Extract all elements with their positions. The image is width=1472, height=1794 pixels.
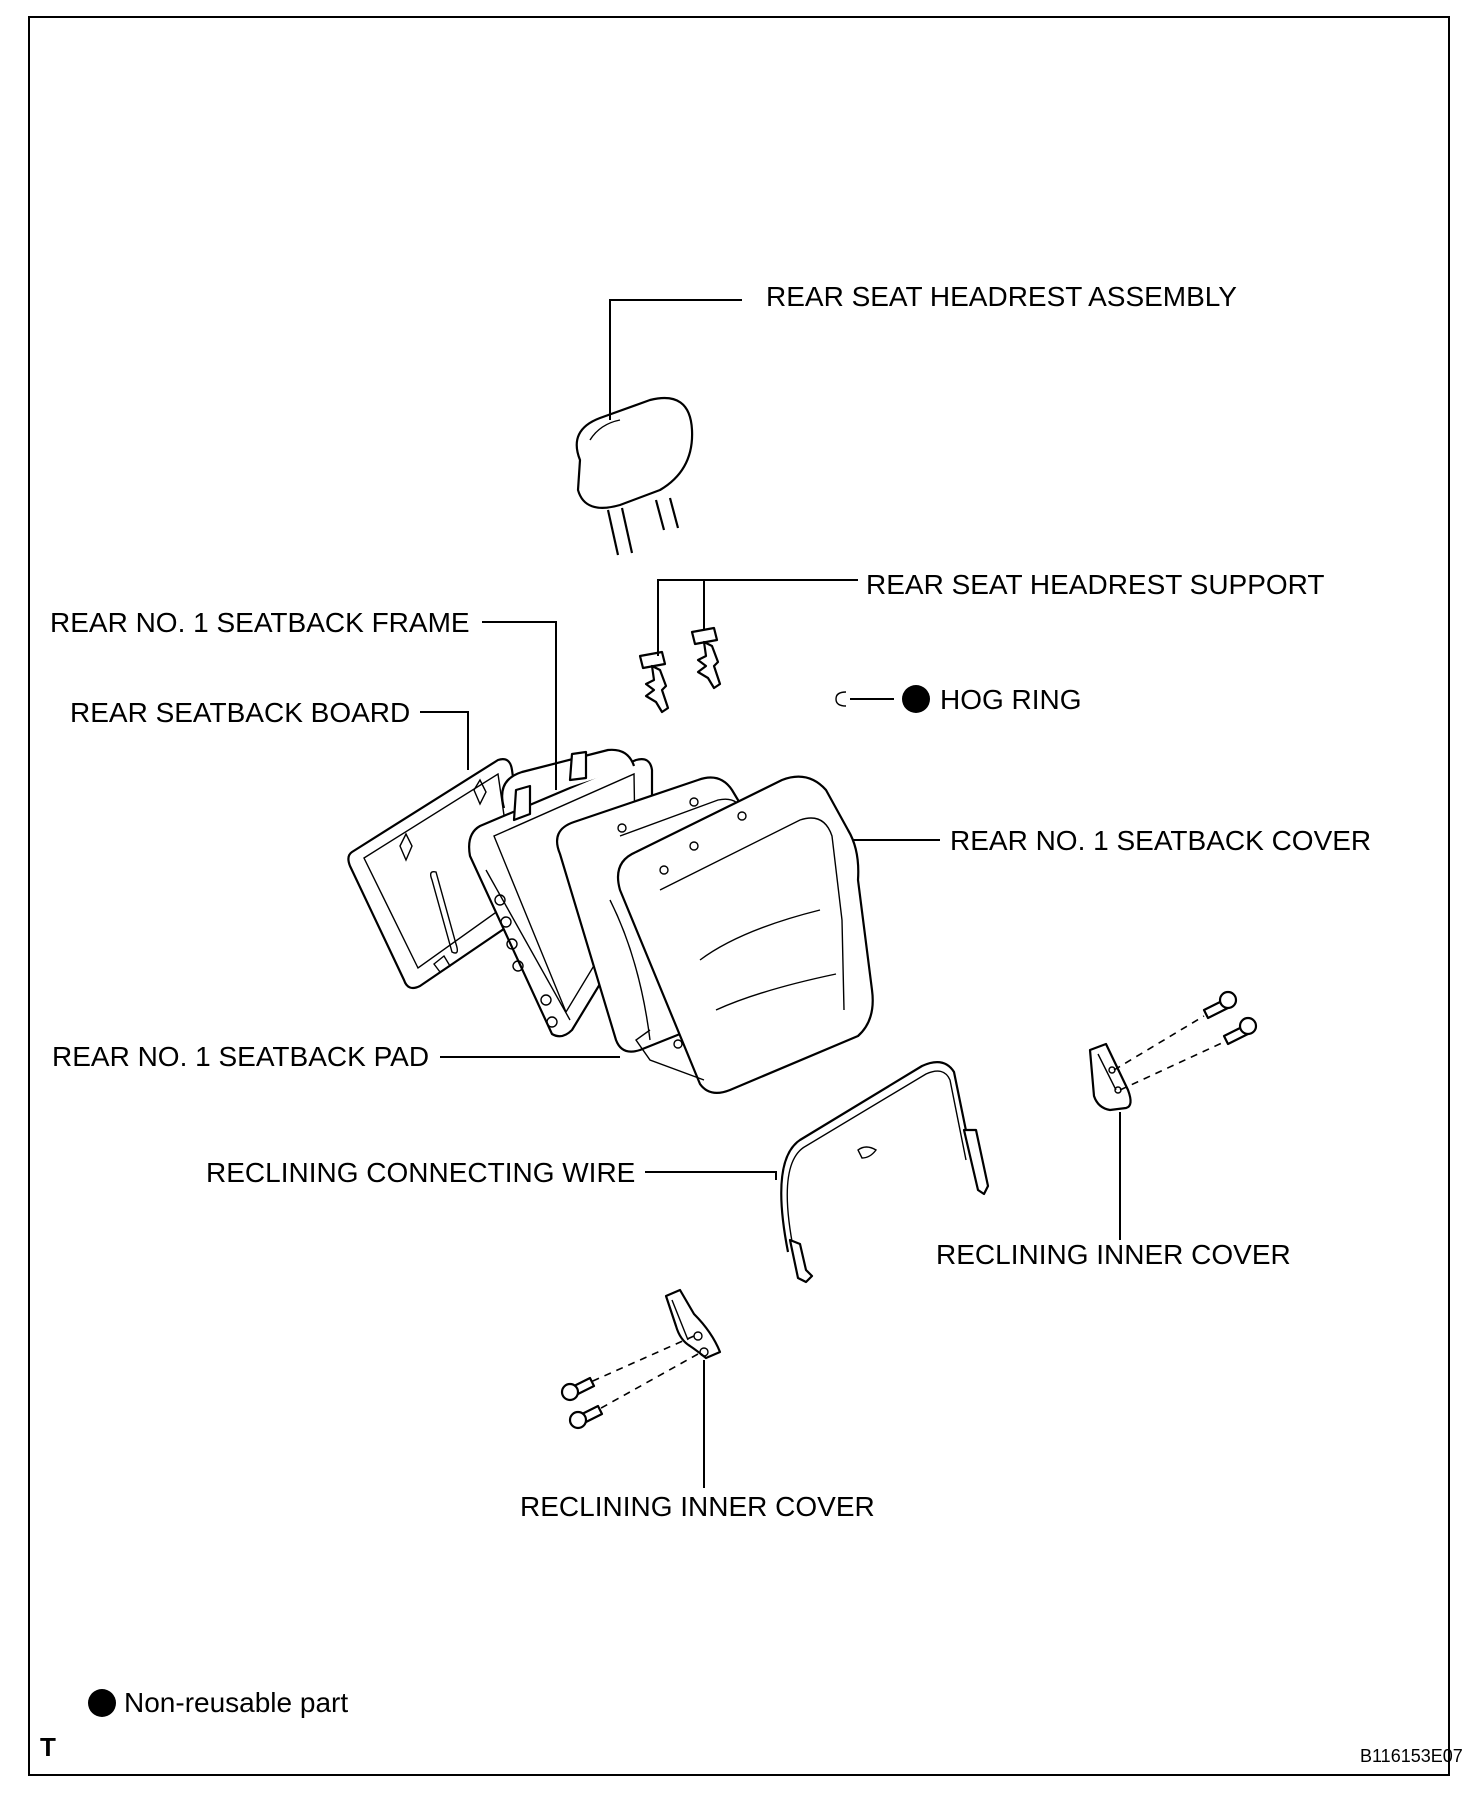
leader-seatback-frame [482, 621, 557, 790]
label-inner-cover-left: RECLINING INNER COVER [520, 1491, 875, 1522]
legend: Non-reusable part [88, 1687, 348, 1718]
label-inner-cover-right: RECLINING INNER COVER [936, 1239, 1291, 1270]
diagram-border [28, 16, 1450, 1776]
non-reusable-mark-icon [902, 685, 930, 713]
headrest-assembly [575, 396, 694, 556]
label-seatback-board: REAR SEATBACK BOARD [70, 697, 410, 728]
leader-connecting-wire [645, 1171, 777, 1180]
leader-seatback-board [420, 711, 469, 770]
leader-headrest-support-1 [657, 579, 858, 656]
corner-mark: T [40, 1732, 56, 1762]
label-hog-ring: HOG RING [940, 684, 1082, 715]
reclining-connecting-wire [780, 1061, 990, 1284]
hog-ring [835, 685, 930, 713]
headrest-support [638, 626, 722, 714]
reclining-inner-cover-left [560, 1288, 722, 1430]
reclining-inner-cover-right [1088, 990, 1258, 1112]
label-headrest-assembly: REAR SEAT HEADREST ASSEMBLY [766, 281, 1237, 312]
label-seatback-cover: REAR NO. 1 SEATBACK COVER [950, 825, 1371, 856]
label-seatback-frame: REAR NO. 1 SEATBACK FRAME [50, 607, 470, 638]
non-reusable-legend-icon [88, 1689, 116, 1717]
label-connecting-wire: RECLINING CONNECTING WIRE [206, 1157, 635, 1188]
leader-headrest-assembly [609, 299, 742, 420]
seatback-cover [616, 775, 874, 1095]
label-seatback-pad: REAR NO. 1 SEATBACK PAD [52, 1041, 429, 1072]
legend-non-reusable-text: Non-reusable part [124, 1687, 348, 1718]
figure-id: B116153E07 [1360, 1746, 1463, 1766]
label-headrest-support: REAR SEAT HEADREST SUPPORT [866, 569, 1325, 600]
